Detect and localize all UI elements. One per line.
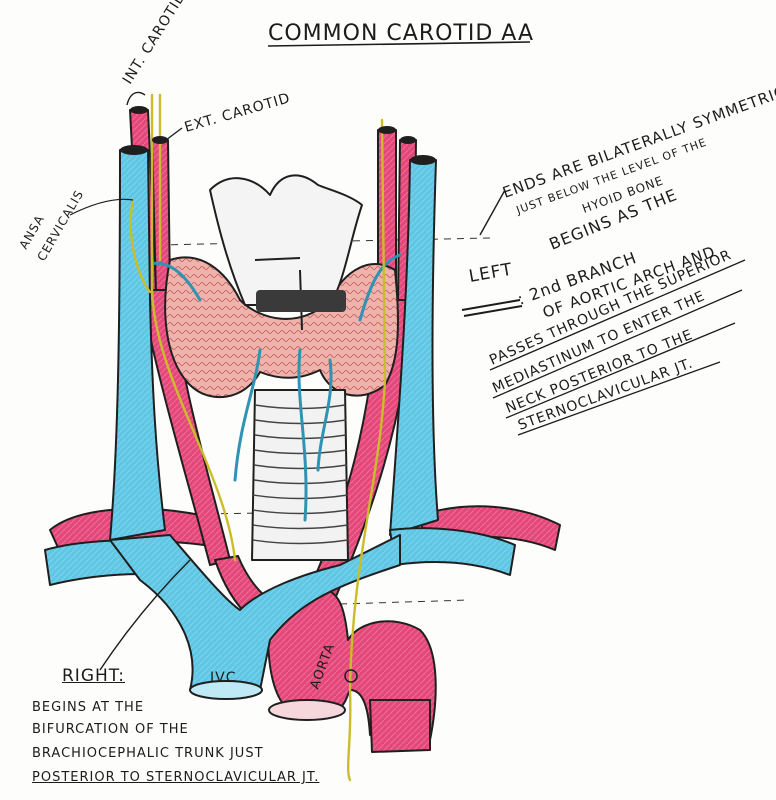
ext-carotid-label: EXT. CAROTID [183, 90, 293, 136]
left-label: LEFT [467, 260, 514, 287]
right-label: RIGHT: [62, 666, 126, 686]
right-line-2: BIFURCATION OF THE [32, 722, 189, 737]
right-line-1: BEGINS AT THE [32, 700, 145, 715]
int-carotid-leader [126, 91, 146, 106]
descending-aorta [369, 699, 431, 753]
ends-note: ENDS ARE BILATERALLY SYMMETRIC JUST BELO… [500, 82, 776, 217]
vessel-openings [120, 106, 436, 165]
title-underline [267, 41, 531, 47]
right-line-3: BRACHIOCEPHALIC TRUNK JUST [32, 746, 264, 761]
right-line-4: POSTERIOR TO STERNOCLAVICULAR JT. [32, 770, 320, 785]
left-scribble [461, 299, 523, 317]
passes-note: PASSES THROUGH THE SUPERIOR MEDIASTINUM … [487, 247, 746, 436]
right-note-leader [99, 559, 191, 671]
left-subclavian-vein [389, 527, 516, 576]
vagus-loop [344, 669, 358, 683]
ivc-label: IVC [210, 670, 236, 686]
tracheal-rings [252, 404, 349, 545]
ends-leader [479, 189, 506, 236]
cricothyroid-gap [256, 290, 346, 312]
passes-underlines [489, 259, 746, 436]
aortic-root-opening [268, 699, 346, 721]
aortic-level-line [339, 599, 471, 605]
ivc-opening [189, 680, 263, 700]
thyroid-cartilage [209, 174, 363, 306]
brachiocephalic-veins [109, 534, 401, 691]
ansa-leader [69, 198, 134, 216]
nerves [129, 93, 387, 782]
ext-carotid-leader [165, 127, 183, 141]
int-carotid-label: INT. CAROTID [120, 0, 190, 87]
